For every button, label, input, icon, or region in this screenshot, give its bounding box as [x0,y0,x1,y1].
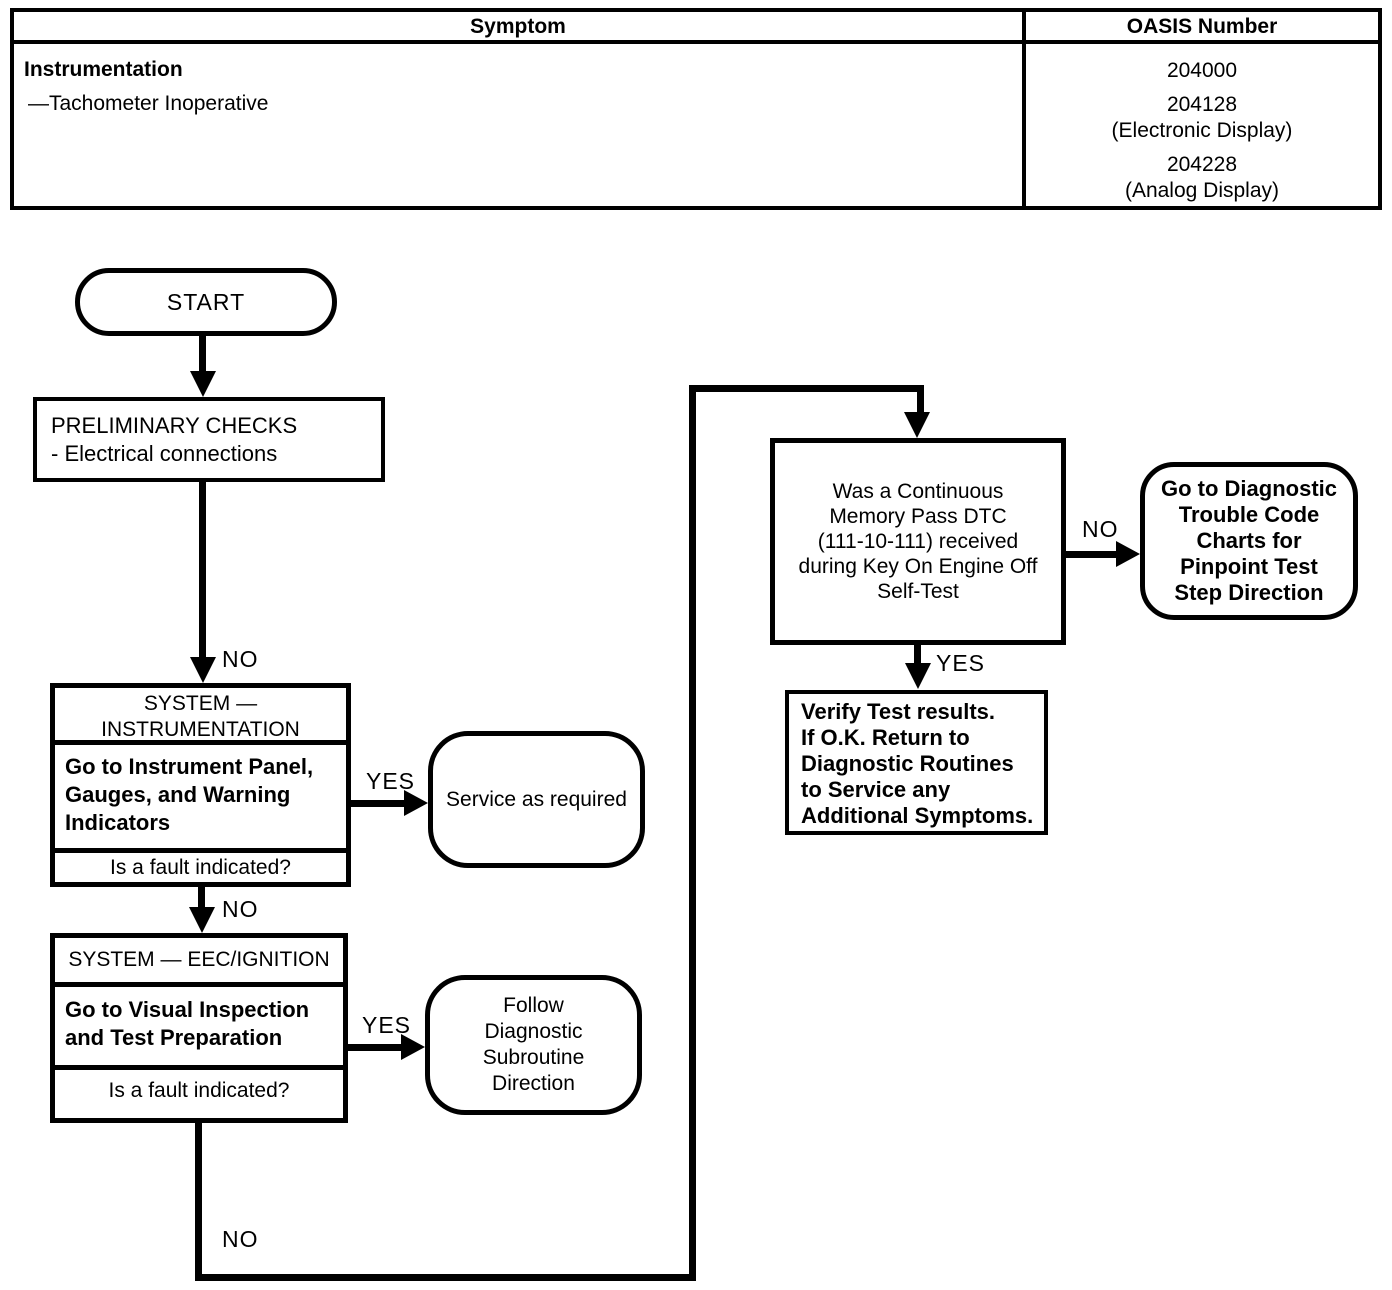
fault-question: Is a fault indicated? [110,856,291,879]
text-line: to Service any [801,777,951,802]
text-line: Diagnostic [484,1020,583,1043]
connector-line [199,336,206,374]
connector-line [348,1044,401,1051]
table-column-divider [1022,12,1026,206]
text-line: If O.K. Return to [801,725,970,750]
yes-label: YES [366,768,416,794]
action-line: and Test Preparation [65,1025,283,1050]
start-node: START [75,268,337,336]
text-line: Diagnostic Routines [801,751,1014,776]
action-line: Go to Visual Inspection [65,997,310,1022]
text-line: Was a Continuous [832,480,1004,503]
no-label: NO [222,646,259,672]
yes-label: YES [362,1012,412,1038]
text-line: (111-10-111) received [817,530,1019,553]
service-as-required-node: Service as required [428,731,645,868]
preliminary-checks-node: PRELIMINARY CHECKS - Electrical connecti… [33,397,385,482]
text-line: Charts for [1196,528,1302,553]
text-line: Direction [492,1072,575,1095]
preliminary-item: - Electrical connections [51,441,278,466]
follow-subroutine-text: Follow Diagnostic Subroutine Direction [483,993,585,1097]
arrowhead-down-icon [905,663,931,689]
no-label: NO [222,1226,259,1252]
connector-line [689,385,696,1281]
verify-test-results-node: Verify Test results. If O.K. Return to D… [785,690,1048,835]
text-line: Subroutine [482,1046,585,1069]
arrowhead-right-icon [401,1034,425,1060]
connector-line [198,887,205,909]
symptom-group-label: Instrumentation [24,58,183,81]
arrowhead-down-icon [189,907,215,933]
follow-subroutine-node: Follow Diagnostic Subroutine Direction [425,975,642,1115]
no-label: NO [222,896,259,922]
text-line: Pinpoint Test [1180,554,1318,579]
arrowhead-down-icon [190,657,216,683]
start-label: START [166,288,246,315]
oasis-column-header: OASIS Number [1126,15,1278,38]
system-instrumentation-node: SYSTEM — INSTRUMENTATION Go to Instrumen… [50,683,351,887]
connector-line [914,645,921,667]
text-line: Self-Test [877,580,959,603]
continuous-memory-dtc-node: Was a Continuous Memory Pass DTC (111-10… [770,438,1066,645]
preliminary-title: PRELIMINARY CHECKS [51,413,298,438]
connector-line [195,1123,202,1281]
arrowhead-right-icon [1116,541,1140,567]
system-eec-ignition-node: SYSTEM — EEC/IGNITION Go to Visual Inspe… [50,933,348,1123]
system-instrumentation-action: Go to Instrument Panel, Gauges, and Warn… [55,745,346,853]
arrowhead-down-icon [190,371,216,397]
oasis-number: 204128 [1166,93,1238,116]
header-line: INSTRUMENTATION [101,718,300,741]
oasis-number: 204228 [1166,153,1238,176]
arrowhead-down-icon [904,412,930,438]
dtc-charts-node: Go to Diagnostic Trouble Code Charts for… [1140,462,1358,620]
yes-label: YES [936,650,986,676]
text-line: Additional Symptoms. [801,803,1034,828]
table-header-separator [14,40,1378,44]
text-line: Trouble Code [1178,502,1320,527]
action-line: Go to Instrument Panel, [65,754,314,779]
system-eec-header: SYSTEM — EEC/IGNITION [55,938,343,987]
arrowhead-right-icon [404,790,428,816]
connector-line [351,800,404,807]
system-eec-action: Go to Visual Inspection and Test Prepara… [55,987,343,1070]
text-line: Verify Test results. [801,699,996,724]
action-line: Indicators [65,810,171,835]
dtc-charts-text: Go to Diagnostic Trouble Code Charts for… [1161,476,1337,606]
oasis-number-note: (Electronic Display) [1111,119,1293,142]
connector-line [689,385,924,392]
header-line: SYSTEM — [143,692,258,715]
symptom-oasis-table: Symptom OASIS Number Instrumentation —Ta… [10,8,1382,210]
text-line: during Key On Engine Off [798,555,1038,578]
text-line: Go to Diagnostic [1161,476,1337,501]
symptom-column-header: Symptom [470,15,566,38]
connector-line [199,482,206,659]
system-instrumentation-header: SYSTEM — INSTRUMENTATION [55,688,346,745]
connector-line [1066,551,1116,558]
connector-line [917,392,924,414]
oasis-number-note: (Analog Display) [1124,179,1280,202]
continuous-memory-text: Was a Continuous Memory Pass DTC (111-10… [799,479,1038,604]
text-line: Step Direction [1174,580,1324,605]
symptom-item-label: —Tachometer Inoperative [28,92,269,115]
service-label: Service as required [446,787,627,811]
text-line: Follow [503,994,564,1017]
fault-question: Is a fault indicated? [108,1079,290,1102]
connector-line [195,1274,696,1281]
oasis-number-list: 204000 204128 (Electronic Display) 20422… [1026,58,1378,204]
no-label: NO [1082,516,1119,542]
oasis-number: 204000 [1166,59,1238,82]
action-line: Gauges, and Warning [65,782,291,807]
text-line: Memory Pass DTC [829,505,1007,528]
